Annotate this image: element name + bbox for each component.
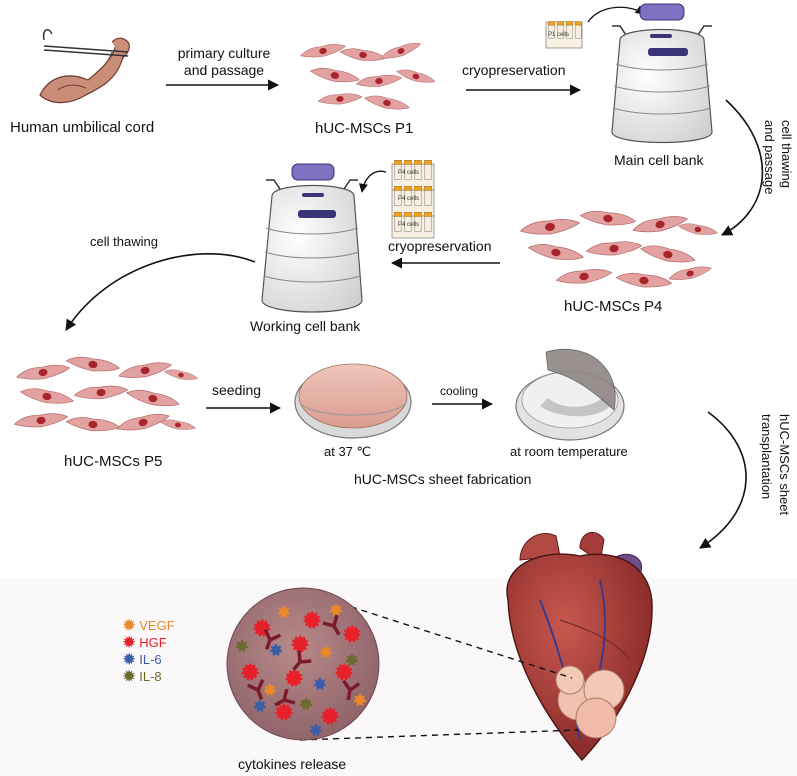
label-thawing-passage-line1: cell thawing — [779, 120, 794, 188]
cytokine-particle — [270, 644, 282, 656]
cytokine-particle — [236, 640, 248, 652]
receptor-mark — [274, 688, 296, 707]
arrow-thawing-passage — [721, 99, 764, 236]
cytokine-particle — [320, 646, 332, 658]
cytokine-particle — [254, 700, 266, 712]
p4-cells-tubes — [391, 160, 435, 239]
label-thawing-passage-line2: and passage — [762, 120, 777, 195]
receptor-mark — [342, 679, 361, 701]
cytokine-particle — [354, 694, 366, 706]
label-p5: hUC-MSCs P5 — [64, 453, 163, 470]
legend-item: ✹VEGF — [122, 615, 175, 635]
cytokine-particle — [241, 663, 259, 681]
label-cryopreservation-top: cryopreservation — [462, 62, 566, 78]
tag-p4-cells-2: P4 cells — [398, 196, 420, 202]
p1-cells-tubes — [545, 21, 583, 49]
label-primary-culture-line1: primary culture — [177, 45, 271, 61]
label-transplantation-line1: hUC-MSCs sheet — [777, 414, 792, 516]
cytokine-particle — [291, 635, 309, 653]
label-room-temperature: at room temperature — [510, 444, 628, 459]
arrow-transplantation — [699, 411, 747, 549]
umbilical-cord-illustration — [39, 29, 130, 104]
p5-cells — [13, 354, 199, 436]
zoom-line-bottom — [299, 729, 579, 741]
cytokine-particle — [300, 698, 312, 710]
cytokine-star-icon: ✹ — [122, 649, 137, 669]
working-cell-bank-tank — [261, 163, 363, 313]
cytokine-star-icon: ✹ — [122, 666, 137, 686]
label-umbilical-cord: Human umbilical cord — [10, 119, 155, 136]
cytokine-particle — [321, 707, 339, 725]
cytokine-particle — [264, 684, 276, 696]
label-sheet-fabrication: hUC-MSCs sheet fabrication — [354, 471, 532, 487]
label-primary-culture-line2: and passage — [183, 62, 265, 78]
arrow-tubes-to-main-bank — [587, 5, 645, 23]
cytokine-particle — [335, 663, 353, 681]
cytokine-particle — [346, 654, 358, 666]
label-p4: hUC-MSCs P4 — [564, 298, 663, 315]
label-cytokines-release: cytokines release — [238, 756, 347, 772]
legend-item-label: HGF — [139, 635, 167, 650]
arrow-cell-thawing — [65, 252, 256, 331]
label-cryopreservation-mid: cryopreservation — [388, 238, 492, 254]
label-p1: hUC-MSCs P1 — [315, 120, 414, 137]
heart-illustration — [506, 532, 653, 762]
legend-item: ✹IL-6 — [122, 649, 162, 669]
label-cell-thawing: cell thawing — [90, 234, 158, 249]
cytokine-particle — [275, 703, 293, 721]
receptor-mark — [322, 614, 341, 636]
legend-item-label: VEGF — [139, 618, 175, 633]
tag-p1-cells: P1 cells — [548, 32, 570, 38]
receptor-mark — [247, 679, 265, 700]
label-main-cell-bank: Main cell bank — [614, 152, 704, 168]
legend-item: ✹HGF — [122, 632, 167, 652]
cytokine-zoom-circle — [226, 587, 380, 741]
cytokine-particle — [285, 669, 303, 687]
label-seeding: seeding — [212, 382, 262, 398]
label-transplantation-line2: transplantation — [759, 414, 774, 500]
main-cell-bank-tank — [611, 3, 713, 144]
receptor-mark — [292, 650, 312, 671]
cytokine-particle — [278, 606, 290, 618]
legend-item: ✹IL-8 — [122, 666, 162, 686]
tag-p4-cells-3: P4 cells — [398, 222, 420, 228]
cytokine-particle — [314, 678, 326, 690]
label-cooling: cooling — [440, 384, 479, 398]
culture-dish-37c — [294, 363, 412, 439]
p1-cells — [299, 38, 437, 114]
label-working-cell-bank: Working cell bank — [250, 318, 361, 334]
cytokine-particle — [303, 611, 321, 629]
tag-p4-cells-1: P4 cells — [398, 170, 420, 176]
cytokine-particle — [343, 625, 361, 643]
cytokine-particle — [310, 724, 322, 736]
label-at-37c: at 37 ℃ — [324, 444, 372, 459]
cytokine-star-icon: ✹ — [122, 615, 137, 635]
culture-dish-room-temperature — [515, 348, 625, 441]
p4-cells — [519, 208, 719, 291]
arrow-tubes-to-working-bank — [358, 170, 387, 193]
cytokine-particle — [330, 604, 342, 616]
legend-item-label: IL-8 — [139, 669, 162, 684]
zoom-line-top — [329, 599, 573, 679]
bottom-band — [0, 578, 797, 776]
legend-item-label: IL-6 — [139, 652, 162, 667]
receptor-mark — [263, 629, 281, 650]
cytokine-star-icon: ✹ — [122, 632, 137, 652]
